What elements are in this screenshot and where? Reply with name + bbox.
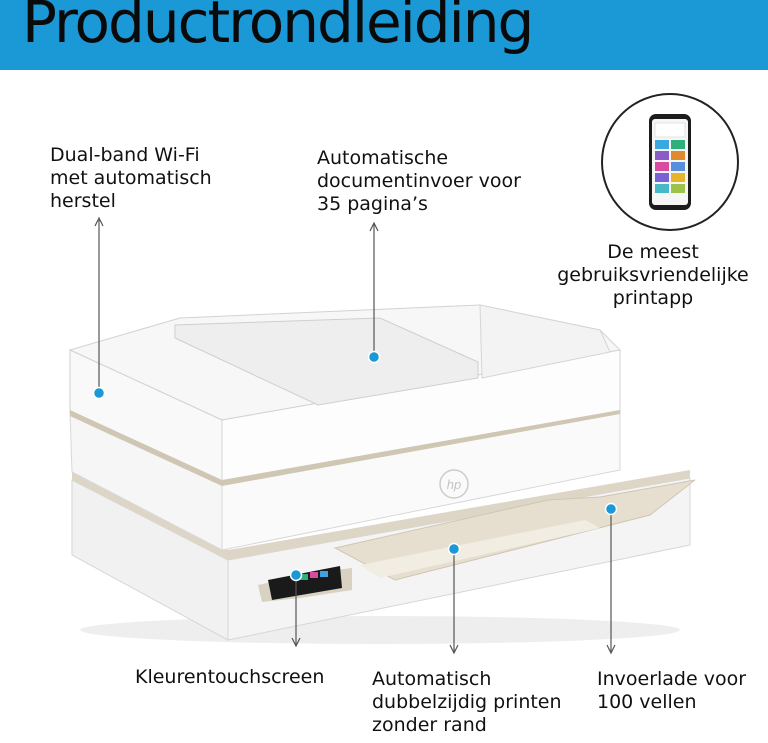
app-tile-9: [655, 184, 669, 193]
adf-label: Automatische documentinvoer voor 35 pagi…: [317, 147, 521, 215]
duplex-label: Automatisch dubbelzijdig printen zonder …: [372, 668, 562, 736]
app-tile-4: [671, 151, 685, 160]
app-label: De meest gebruiksvriendelijke printapp: [557, 241, 749, 309]
tray-arrow-icon: [606, 644, 616, 655]
header-banner: Productrondleiding: [0, 0, 768, 70]
wifi-arrow-icon: [94, 216, 104, 227]
smartphone-icon: [601, 93, 739, 231]
wifi-label: Dual-band Wi-Fi met automatisch herstel: [50, 144, 212, 212]
paper-slot: [360, 520, 600, 578]
page-title: Productrondleiding: [22, 0, 534, 56]
adf-marker: [367, 350, 381, 364]
wifi-marker: [92, 386, 106, 400]
scanner-lid: [479, 304, 611, 379]
tray-marker: [604, 502, 618, 516]
screen-tile-blue: [320, 571, 328, 577]
app-tile-5: [655, 162, 669, 171]
app-tile-8: [671, 173, 685, 182]
screen-tile-green: [300, 574, 308, 580]
touchscreen-label: Kleurentouchscreen: [135, 666, 325, 688]
app-tile-2: [671, 140, 685, 149]
duplex-arrow-icon: [449, 644, 459, 655]
touchscreen-arrow-icon: [291, 637, 301, 648]
app-tile-3: [655, 151, 669, 160]
hp-logo-text: hp: [447, 477, 461, 492]
printer-shadow: [80, 616, 680, 644]
touchscreen-marker: [289, 568, 303, 582]
duplex-marker: [447, 542, 461, 556]
app-tile-10: [671, 184, 685, 193]
adf-arrow-icon: [369, 221, 379, 232]
app-tile-1: [655, 140, 669, 149]
app-header: [654, 122, 686, 138]
phone-illustration: [649, 114, 691, 210]
adf-cover: [174, 317, 479, 406]
hp-logo-icon: [439, 469, 469, 499]
screen-tile-pink: [310, 572, 318, 578]
tray-label: Invoerlade voor 100 vellen: [597, 668, 747, 713]
app-tile-6: [671, 162, 685, 171]
app-tile-7: [655, 173, 669, 182]
